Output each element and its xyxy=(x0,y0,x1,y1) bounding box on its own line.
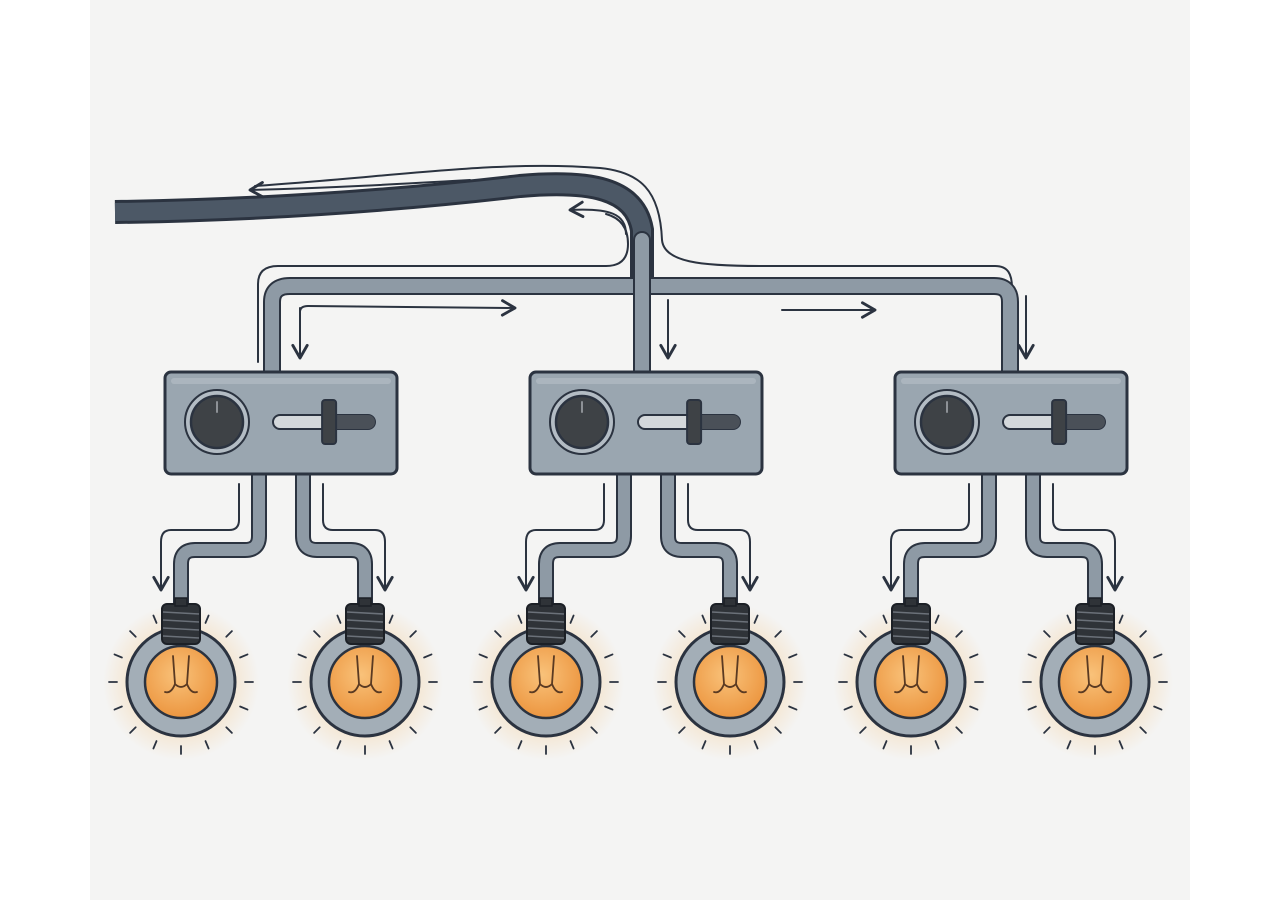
slider-icon-center[interactable] xyxy=(637,399,741,445)
dimmer-box-icon-right xyxy=(893,370,1129,476)
slider-icon-left[interactable] xyxy=(272,399,376,445)
socket-left-0 xyxy=(161,597,201,645)
dimmer-box-icon-center xyxy=(528,370,764,476)
socket-center-1 xyxy=(710,597,750,645)
arrow-center-to-bulb-left xyxy=(517,519,605,592)
wire-center-right xyxy=(660,466,738,614)
arrow-right-to-bulb-left xyxy=(882,519,970,592)
light-bulb-icon-right-left xyxy=(833,597,989,760)
wire-right-right xyxy=(1025,466,1103,614)
rotary-knob-icon-left[interactable] xyxy=(184,389,250,455)
light-bulb-icon-center-left xyxy=(468,597,624,760)
light-bulb-icon-right-right xyxy=(1017,597,1173,760)
slider-thumb-center[interactable] xyxy=(686,399,703,445)
light-bulb-icon-center-right xyxy=(652,597,808,760)
wire-right-left xyxy=(903,466,997,614)
rotary-knob-icon-right[interactable] xyxy=(914,389,980,455)
wire-left-left xyxy=(173,466,267,614)
outer-return-wire xyxy=(254,164,1013,289)
slider-fill-center xyxy=(694,415,740,429)
arrow-center-to-bulb-right xyxy=(687,519,759,592)
socket-right-1 xyxy=(1075,597,1115,645)
arrow-return-top xyxy=(248,179,471,199)
socket-right-0 xyxy=(891,597,931,645)
slider-fill-left xyxy=(329,415,375,429)
arrow-loop-back xyxy=(568,200,627,235)
wire-center-left xyxy=(538,466,632,614)
rotary-knob-icon-center[interactable] xyxy=(549,389,615,455)
arrow-left-to-bulb-left xyxy=(152,519,240,592)
wire-left-right xyxy=(295,466,373,614)
left-guide-wire xyxy=(257,213,629,363)
flow-arrows xyxy=(152,179,1124,592)
power-cable-icon xyxy=(114,172,654,285)
cable-network xyxy=(114,164,1103,614)
dimmer-controllers xyxy=(163,370,1129,476)
slider-thumb-left[interactable] xyxy=(321,399,338,445)
light-bulb-icon-left-left xyxy=(103,597,259,760)
light-bulbs xyxy=(103,597,1173,760)
light-bulb-icon-left-right xyxy=(287,597,443,760)
slider-thumb-right[interactable] xyxy=(1051,399,1068,445)
socket-left-1 xyxy=(345,597,385,645)
arrow-left-to-bulb-right xyxy=(322,519,394,592)
arrow-right-to-bulb-right xyxy=(1052,519,1124,592)
dimmer-box-icon-left xyxy=(163,370,399,476)
slider-icon-right[interactable] xyxy=(1002,399,1106,445)
slider-fill-right xyxy=(1059,415,1105,429)
socket-center-0 xyxy=(526,597,566,645)
